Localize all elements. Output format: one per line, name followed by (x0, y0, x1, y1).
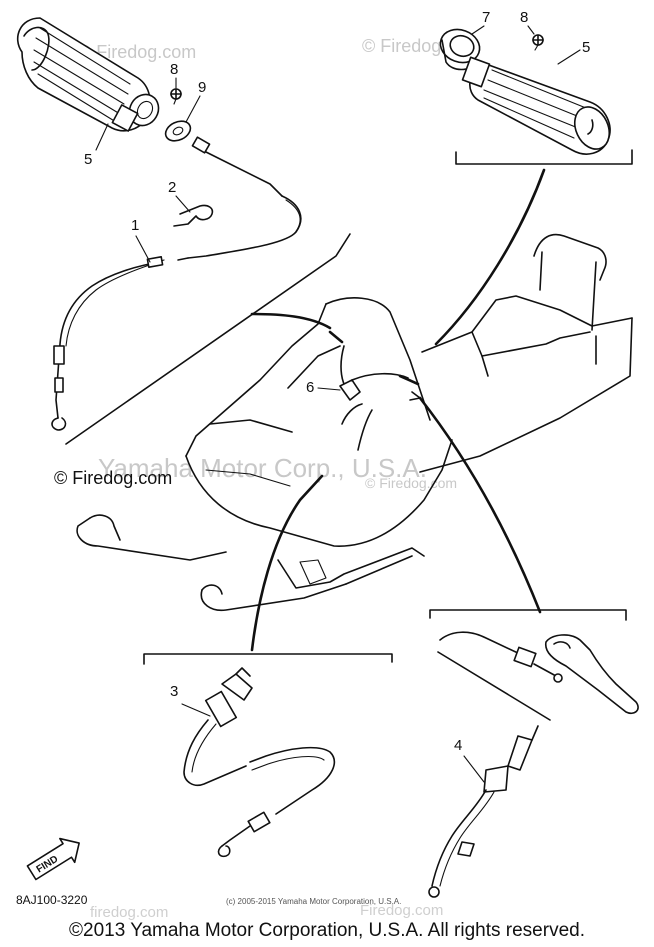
callout-8-right: 8 (520, 9, 535, 35)
watermark-bottom-left: firedog.com (90, 904, 169, 921)
grip-left (16, 17, 160, 132)
small-copyright-notice: (c) 2005-2015 Yamaha Motor Corporation, … (226, 897, 402, 906)
inset-border-bottom-right (429, 609, 627, 621)
callout-3: 3 (170, 683, 211, 717)
svg-text:3: 3 (170, 683, 178, 700)
inset-border-top-left (65, 233, 351, 445)
svg-text:9: 9 (198, 79, 206, 96)
screw-left (170, 88, 182, 105)
svg-text:1: 1 (131, 217, 139, 234)
leader-line-bottom-left (250, 474, 324, 652)
throttle-cable-lower (51, 256, 165, 431)
svg-text:5: 5 (582, 39, 590, 56)
brake-lever (544, 634, 639, 715)
ring-right (439, 28, 481, 71)
callout-4: 4 (454, 737, 485, 783)
inset-border-top-right (455, 149, 633, 165)
callout-1: 1 (131, 217, 151, 263)
svg-text:2: 2 (168, 179, 176, 196)
leader-line-top-right (434, 168, 546, 346)
cable-3 (183, 667, 336, 858)
callout-2: 2 (168, 179, 191, 213)
callout-8-left: 8 (170, 61, 178, 89)
part-code-label: 8AJ100-3220 (16, 893, 88, 907)
copyright-left-label: © Firedog.com (54, 468, 173, 488)
svg-text:8: 8 (170, 61, 178, 78)
throttle-cable-upper (177, 136, 302, 261)
callout-9: 9 (185, 79, 206, 123)
watermark-center-small: © Firedog.com (365, 475, 457, 491)
svg-text:5: 5 (84, 151, 92, 168)
svg-text:7: 7 (482, 9, 490, 26)
callout-6: 6 (306, 379, 341, 396)
svg-text:6: 6 (306, 379, 314, 396)
lever-cable (437, 631, 563, 721)
wire-clip (173, 204, 214, 227)
inset-border-bottom-left (143, 653, 393, 665)
svg-text:8: 8 (520, 9, 528, 26)
watermark-bottom-right: Firedog.com (360, 902, 444, 919)
connector-arrow (409, 391, 421, 401)
watermark-top-left: © Firedog.com (78, 42, 196, 62)
svg-text:4: 4 (454, 737, 462, 754)
screw-right (532, 34, 544, 51)
callout-5-left: 5 (84, 123, 109, 168)
grip-right (461, 56, 611, 155)
callout-5-right: 5 (557, 39, 590, 65)
washer-left (164, 120, 192, 142)
cable-connector (328, 330, 420, 451)
leader-line-bottom-right (418, 396, 542, 614)
callout-7: 7 (471, 9, 490, 35)
cable-4 (428, 725, 539, 898)
leader-line-top-left (250, 312, 332, 330)
snowmobile-body (76, 233, 633, 612)
copyright-footer: ©2013 Yamaha Motor Corporation, U.S.A. A… (69, 920, 585, 941)
find-badge: FIND (26, 837, 80, 881)
